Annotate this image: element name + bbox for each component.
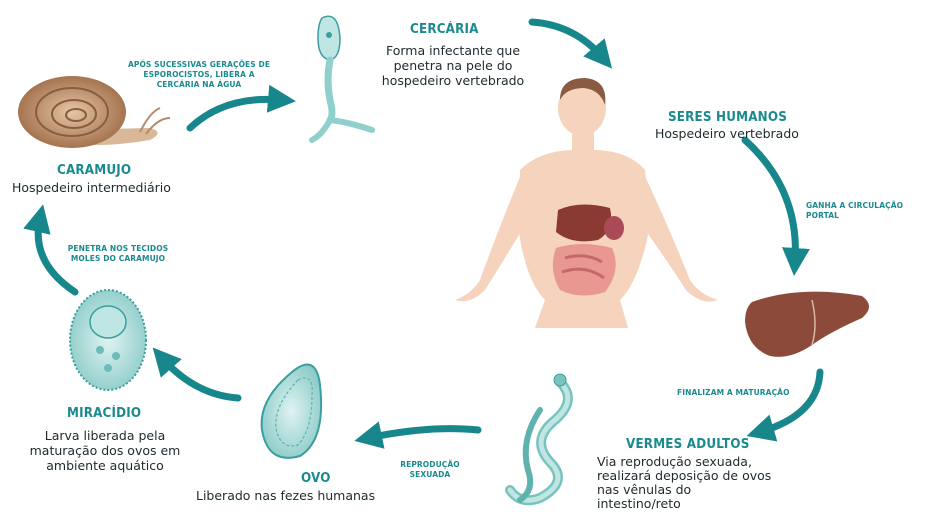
arrow-caramujo-to-cercaria [190,99,282,128]
note-line: SEXUADA [392,470,468,480]
vermes-desc-line: realizará deposição de ovos [597,469,791,483]
vermes-title: VERMES ADULTOS [626,437,750,452]
arrow-figado-to-vermes [760,372,820,432]
note-line: MOLES DO CARAMUJO [64,254,172,264]
note-miracidio-to-caramujo: PENETRA NOS TECIDOS MOLES DO CARAMUJO [64,244,172,264]
egg-illustration [262,364,322,457]
adult-worms-illustration [510,374,568,500]
cercaria-desc-line: Forma infectante que [362,43,544,58]
arrow-humanos-to-figado [745,140,795,262]
cercaria-desc-line: hospedeiro vertebrado [362,73,544,88]
vermes-desc-line: Via reprodução sexuada, [597,455,791,469]
miracidio-desc-line: Larva liberada pela [20,428,190,443]
arrow-ovo-to-miracidio [162,358,238,398]
vermes-desc-line: intestino/reto [597,497,791,511]
vermes-desc-line: nas vênulas do [597,483,791,497]
note-vermes-to-ovo: REPRODUÇÃO SEXUADA [392,460,468,480]
miracidio-desc-line: ambiente aquático [20,458,190,473]
ovo-description: Liberado nas fezes humanas [196,488,375,503]
note-figado-to-vermes: FINALIZAM A MATURAÇÃO [677,388,790,398]
humanos-description: Hospedeiro vertebrado [655,126,799,141]
note-humanos-to-figado: GANHA A CIRCULAÇÃO PORTAL [806,201,934,221]
note-caramujo-to-cercaria: APÓS SUCESSIVAS GERAÇÕES DE ESPOROCISTOS… [118,60,280,90]
caramujo-description: Hospedeiro intermediário [12,180,171,195]
liver-illustration [745,292,869,357]
ovo-title: OVO [301,471,331,486]
note-line: PENETRA NOS TECIDOS [64,244,172,254]
cercaria-title: CERCÁRIA [410,22,479,37]
note-line: APÓS SUCESSIVAS GERAÇÕES DE [118,60,280,70]
caramujo-title: CARAMUJO [57,163,131,178]
note-line: REPRODUÇÃO [392,460,468,470]
note-line: ESPOROCISTOS, LIBERA A [118,70,280,80]
humanos-title: SERES HUMANOS [668,110,787,125]
miracidio-description: Larva liberada pela maturação dos ovos e… [20,428,190,473]
vermes-description: Via reprodução sexuada, realizará deposi… [597,455,791,511]
arrow-vermes-to-ovo [368,429,478,438]
cercaria-desc-line: penetra na pele do [362,58,544,73]
miracidio-desc-line: maturação dos ovos em [20,443,190,458]
miracidium-illustration [70,290,146,390]
cercaria-description: Forma infectante que penetra na pele do … [362,43,544,88]
note-line: CERCÁRIA NA ÁGUA [118,80,280,90]
miracidio-title: MIRACÍDIO [67,406,141,421]
